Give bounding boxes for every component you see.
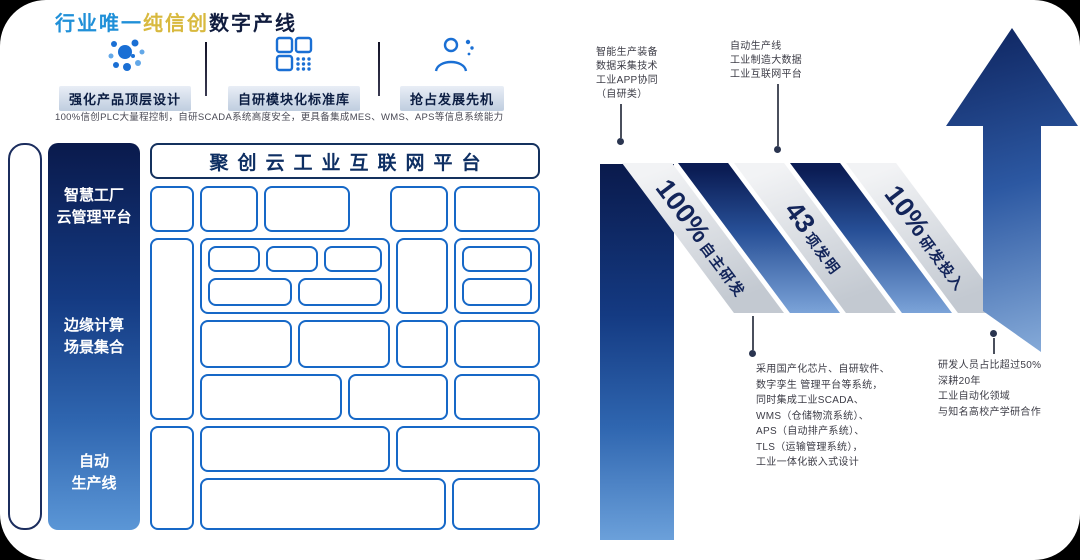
feature-divider bbox=[378, 42, 380, 96]
platform-banner: 聚创云工业互联网平台 bbox=[150, 143, 540, 179]
platform-module-block bbox=[208, 278, 292, 306]
feature-item: 自研模块化标准库 bbox=[214, 34, 374, 111]
platform-module-block bbox=[462, 246, 532, 272]
platform-module-block bbox=[298, 320, 390, 368]
platform-module-block bbox=[200, 374, 342, 420]
callout-top-left: 智能生产装备 数据采集技术 工业APP协同 （自研类） bbox=[596, 47, 659, 100]
callout-connector-dot bbox=[774, 146, 781, 153]
callout-connector-dot bbox=[990, 330, 997, 337]
feature-label: 抢占发展先机 bbox=[399, 86, 504, 111]
feature-divider bbox=[205, 42, 207, 96]
feature-label: 强化产品顶层设计 bbox=[58, 86, 191, 111]
platform-module-block bbox=[462, 278, 532, 306]
platform-module-group bbox=[454, 238, 540, 314]
platform-module-block bbox=[264, 186, 350, 232]
title-gold: 纯信创 bbox=[143, 13, 209, 35]
feature-label: 自研模块化标准库 bbox=[227, 86, 360, 111]
platform-module-block bbox=[324, 246, 382, 272]
callout-top-mid: 自动生产线 工业制造大数据 工业互联网平台 bbox=[730, 41, 803, 80]
platform-module-block bbox=[150, 238, 194, 420]
platform-module-block bbox=[348, 374, 448, 420]
layer-label: 智慧工厂云管理平台 bbox=[56, 187, 132, 226]
platform-layer-bar: 智慧工厂云管理平台 边缘计算场景集合 自动生产线 bbox=[48, 143, 140, 530]
platform-module-block bbox=[208, 246, 260, 272]
callout-bottom-mid: 采用国产化芯片、自研软件、 数字孪生 管理平台等系统， 同时集成工业SCADA、… bbox=[756, 364, 890, 468]
platform-module-block bbox=[150, 426, 194, 530]
timeline-bar bbox=[600, 164, 674, 540]
callout-connector-dot bbox=[617, 138, 624, 145]
platform-module-block bbox=[298, 278, 382, 306]
callout-connector-line bbox=[777, 84, 779, 146]
title-highlight: 行业唯一 bbox=[55, 13, 143, 35]
layer-label: 边缘计算场景集合 bbox=[63, 317, 124, 356]
platform-module-block bbox=[396, 238, 448, 314]
callout-connector-line bbox=[620, 104, 622, 138]
platform-module-block bbox=[200, 478, 446, 530]
talent-icon bbox=[429, 34, 475, 79]
platform-module-block bbox=[150, 186, 194, 232]
platform-module-block bbox=[452, 478, 540, 530]
module-grid-icon bbox=[271, 34, 317, 79]
platform-module-block bbox=[454, 374, 540, 420]
page-title: 行业唯一纯信创数字产线 bbox=[55, 7, 297, 36]
feature-item: 抢占发展先机 bbox=[382, 34, 522, 111]
platform-module-block bbox=[454, 320, 540, 368]
platform-module-group bbox=[200, 238, 390, 314]
platform-module-block bbox=[200, 186, 258, 232]
platform-module-block bbox=[266, 246, 318, 272]
callout-bottom-right: 研发人员占比超过50% 深耕20年 工业自动化领域 与知名高校产学研合作 bbox=[938, 360, 1042, 418]
platform-module-block bbox=[454, 186, 540, 232]
callout-connector-line bbox=[993, 338, 995, 354]
data-dots-icon bbox=[102, 34, 148, 79]
callout-connector-dot bbox=[749, 350, 756, 357]
layer-label: 自动生产线 bbox=[71, 453, 117, 492]
feature-note: 100%信创PLC大量程控制，自研SCADA系统高度安全，更具备集成MES、WM… bbox=[55, 112, 504, 123]
platform-left-rail bbox=[8, 143, 42, 530]
platform-module-block bbox=[200, 320, 292, 368]
platform-module-block bbox=[390, 186, 448, 232]
feature-item: 强化产品顶层设计 bbox=[50, 34, 200, 111]
callout-connector-line bbox=[752, 316, 754, 350]
platform-module-block bbox=[396, 320, 448, 368]
platform-module-block bbox=[200, 426, 390, 472]
platform-module-block bbox=[396, 426, 540, 472]
title-rest: 数字产线 bbox=[209, 13, 297, 35]
